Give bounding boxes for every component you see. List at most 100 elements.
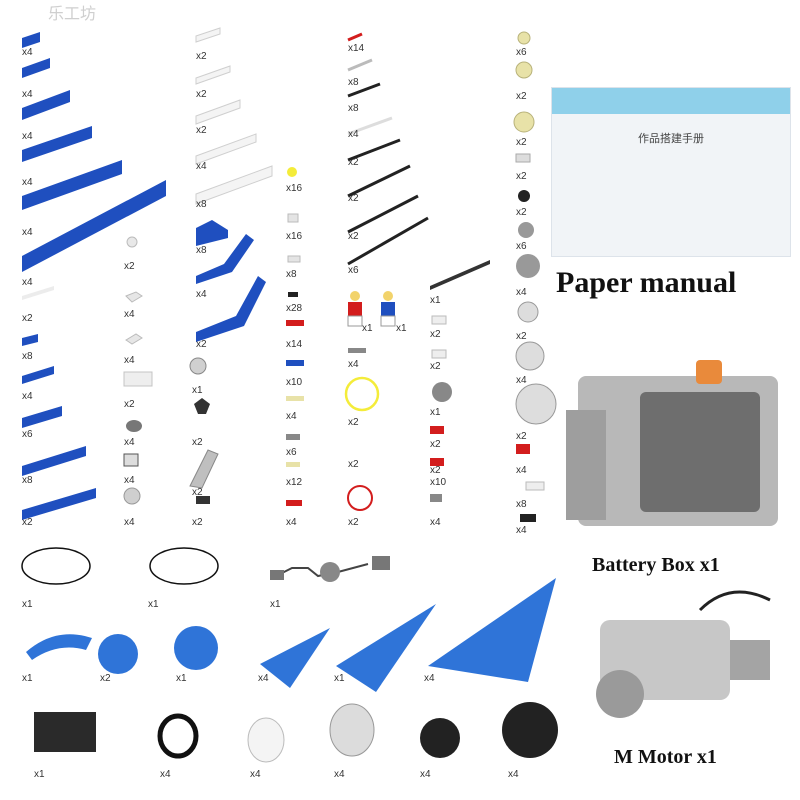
qty-label: x4 [258,673,269,684]
qty-label: x6 [22,429,33,440]
qty-label: x2 [348,193,359,204]
qty-label: x2 [124,261,135,272]
qty-label: x4 [516,525,527,536]
qty-label: x6 [286,447,297,458]
qty-label: x2 [430,361,441,372]
minifig-1 [347,291,363,327]
qty-label: x2 [192,517,203,528]
qty-label: x2 [430,439,441,450]
qty-label: x4 [286,411,297,422]
minifig-2 [380,291,396,327]
paper-manual-booklet: 作品搭建手册 [551,87,791,257]
qty-label: x2 [192,437,203,448]
qty-label: x2 [348,157,359,168]
qty-label: x4 [250,769,261,780]
qty-label: x1 [270,599,281,610]
qty-label: x4 [424,673,435,684]
qty-label: x1 [334,673,345,684]
qty-label: x2 [22,517,33,528]
qty-label: x1 [362,323,373,334]
qty-label: x4 [124,309,135,320]
qty-label: x4 [22,89,33,100]
qty-label: x2 [516,91,527,102]
qty-label: x4 [516,465,527,476]
qty-label: x4 [124,437,135,448]
qty-label: x4 [22,177,33,188]
cable-group [21,547,390,585]
qty-label: x4 [124,355,135,366]
qty-label: x4 [508,769,519,780]
qty-label: x4 [22,277,33,288]
qty-label: x2 [192,487,203,498]
qty-label: x16 [286,183,303,194]
qty-label: x1 [192,385,203,396]
qty-label: x1 [34,769,45,780]
beam-group [189,27,273,504]
qty-label: x2 [348,517,359,528]
gear-group [513,31,557,522]
qty-label: x4 [334,769,345,780]
axle-group [344,32,429,511]
qty-label: x1 [22,599,33,610]
qty-label: x1 [396,323,407,334]
qty-label: x2 [430,329,441,340]
qty-label: x6 [516,47,527,58]
battery-box-image [566,360,778,526]
qty-label: x1 [430,295,441,306]
qty-label: x8 [196,199,207,210]
qty-label: x1 [176,673,187,684]
pin-group [286,167,304,506]
qty-label: x1 [430,407,441,418]
qty-label: x4 [348,359,359,370]
qty-label: x4 [420,769,431,780]
plate-group [26,578,556,692]
qty-label: x8 [348,103,359,114]
qty-label: x10 [286,377,303,388]
qty-label: x16 [286,231,303,242]
wheel-group [34,702,558,763]
qty-label: x6 [516,241,527,252]
qty-label: x4 [286,517,297,528]
qty-label: x8 [348,77,359,88]
qty-label: x1 [22,673,33,684]
qty-label: x2 [196,125,207,136]
qty-label: x4 [124,475,135,486]
qty-label: x8 [516,499,527,510]
m-motor-caption: M Motor x1 [614,746,717,768]
qty-label: x2 [196,51,207,62]
watermark: 乐工坊 [48,6,97,23]
qty-label: x2 [348,459,359,470]
qty-label: x2 [196,339,207,350]
qty-label: x2 [100,673,111,684]
qty-label: x12 [286,477,303,488]
booklet-header-band [552,88,790,114]
qty-label: x8 [286,269,297,280]
qty-label: x2 [124,399,135,410]
qty-label: x4 [430,517,441,528]
qty-label: x8 [196,245,207,256]
qty-label: x1 [148,599,159,610]
qty-label: x28 [286,303,303,314]
qty-label: x2 [348,231,359,242]
qty-label: x2 [516,171,527,182]
qty-label: x2 [348,417,359,428]
qty-label: x2 [196,89,207,100]
qty-label: x4 [22,391,33,402]
qty-label: x4 [348,129,359,140]
qty-label: x8 [22,351,33,362]
qty-label: x2 [516,431,527,442]
qty-label: x4 [22,227,33,238]
qty-label: x4 [124,517,135,528]
m-motor-image [596,590,771,718]
paper-manual-caption: Paper manual [556,266,737,299]
blue-brick-group [22,32,166,520]
qty-label: x14 [286,339,303,350]
qty-label: x6 [348,265,359,276]
qty-label: x14 [348,43,365,54]
small-parts-col2 [123,236,153,505]
qty-label: x2 [516,331,527,342]
connector-group [430,260,490,502]
qty-label: x2 [516,137,527,148]
qty-label: x4 [516,375,527,386]
